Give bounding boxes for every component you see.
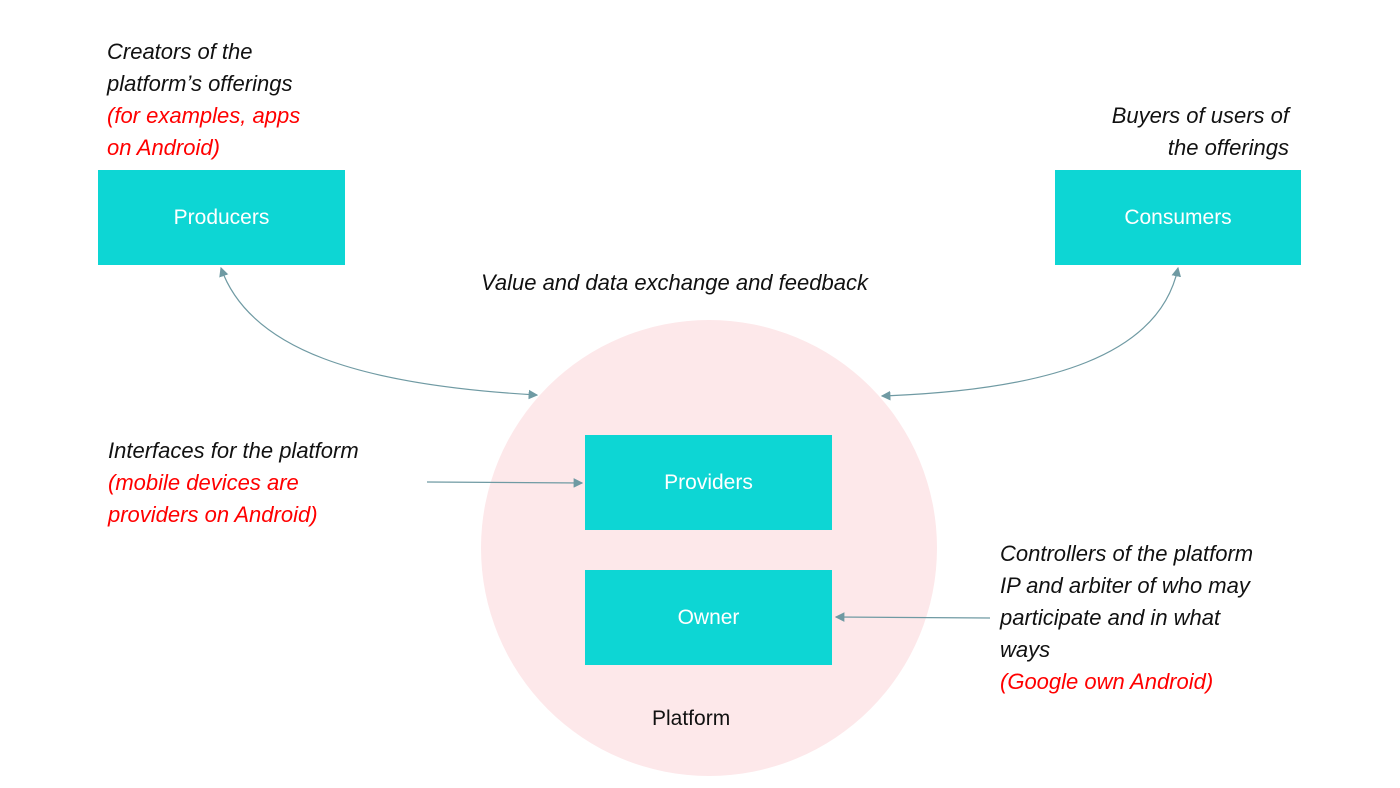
owner-arrow: [834, 612, 991, 622]
consumers-box: Consumers: [1055, 170, 1301, 265]
owner-label: Owner: [677, 605, 740, 629]
producers-note-line: platform’s offerings: [107, 71, 293, 96]
consumers-label: Consumers: [1124, 205, 1232, 229]
consumers-note-line: Buyers of users of: [1111, 103, 1289, 128]
producers-note: Creators of the platform’s offerings (fo…: [107, 36, 300, 164]
consumers-exchange-arrow: [880, 266, 1181, 401]
providers-example-line: providers on Android): [108, 502, 318, 527]
producers-exchange-arrow: [219, 266, 539, 400]
owner-example-line: (Google own Android): [1000, 669, 1214, 694]
producers-box: Producers: [98, 170, 345, 265]
consumers-note: Buyers of users of the offerings: [1112, 100, 1289, 164]
owner-note-line: IP and arbiter of who may: [1000, 573, 1250, 598]
owner-box: Owner: [585, 570, 832, 665]
providers-example-line: (mobile devices are: [108, 470, 299, 495]
producers-example-line: (for examples, apps: [107, 103, 301, 128]
providers-box: Providers: [585, 435, 832, 530]
producers-note-line: Creators of the: [107, 39, 253, 64]
providers-label: Providers: [664, 470, 753, 494]
owner-note-line: Controllers of the platform: [1000, 541, 1254, 566]
providers-note-line: Interfaces for the platform: [108, 438, 359, 463]
producers-example-line: on Android): [107, 135, 220, 160]
consumers-note-line: the offerings: [1167, 135, 1289, 160]
exchange-label: Value and data exchange and feedback: [481, 270, 868, 295]
owner-note-line: participate and in what: [1000, 605, 1221, 630]
platform-label: Platform: [652, 707, 731, 730]
owner-note: Controllers of the platform IP and arbit…: [1000, 538, 1253, 698]
platform-circle: [481, 320, 937, 776]
owner-note-line: ways: [1000, 637, 1051, 662]
providers-arrow: [426, 478, 584, 488]
producers-label: Producers: [173, 205, 270, 229]
providers-note: Interfaces for the platform (mobile devi…: [108, 435, 359, 531]
